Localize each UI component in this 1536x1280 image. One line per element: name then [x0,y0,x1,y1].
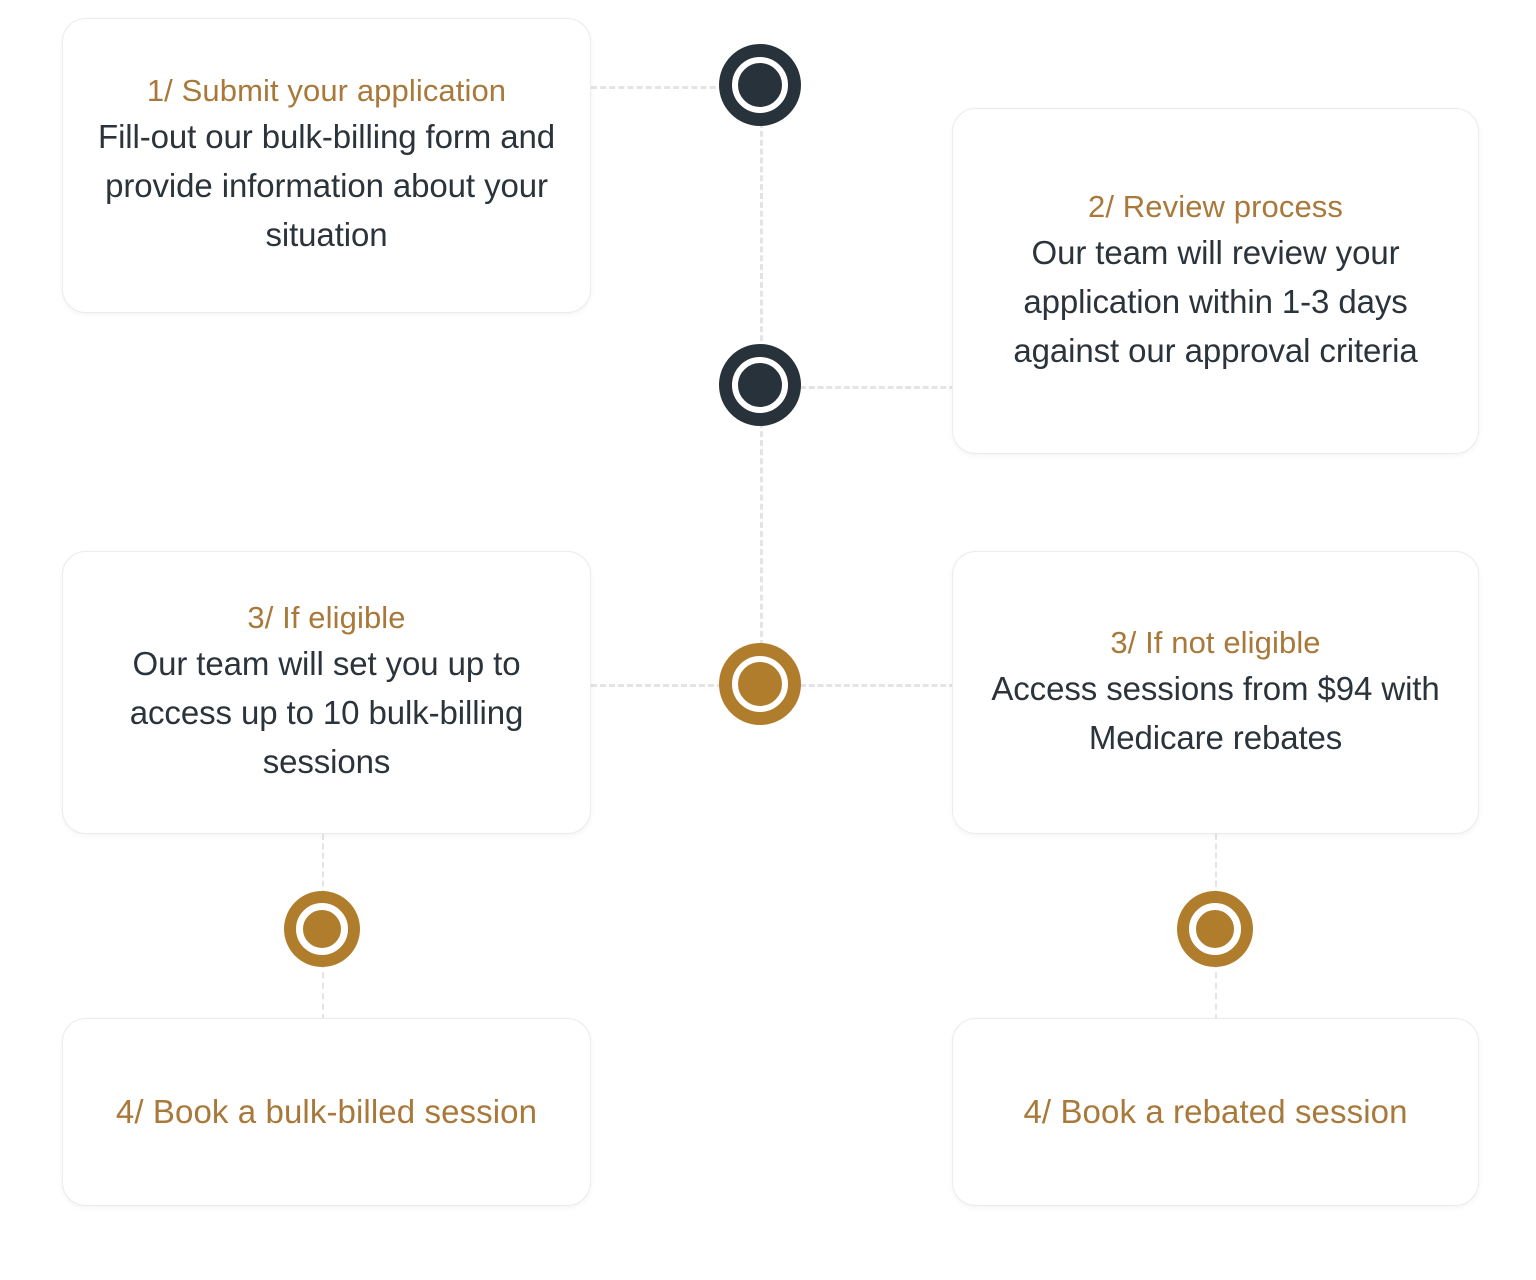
step-1-node-icon [719,44,801,126]
connector-node4a-to-card4-bulk-billed [322,962,324,1020]
step-card-body: Access sessions from $94 with Medicare r… [991,669,1440,756]
connector-node4b-to-card4-rebated [1215,962,1217,1020]
step-card-if-not-eligible[interactable]: 3/ If not eligible Access sessions from … [952,551,1479,834]
step-card-if-eligible[interactable]: 3/ If eligible Our team will set you up … [62,551,591,834]
step-card-body: Our team will review your application wi… [1013,233,1418,369]
step-card-title: 3/ If eligible [247,600,406,636]
step-4-not-eligible-node-icon [1177,891,1253,967]
step-card-title: 2/ Review process [1088,188,1343,224]
step-3-node-icon [719,643,801,725]
connector-node2-to-node3 [760,422,763,646]
connector-node1-to-node2 [760,122,763,350]
step-card-title: 4/ Book a bulk-billed session [115,1092,538,1130]
step-card-submit-application[interactable]: 1/ Submit your application Fill-out our … [62,18,591,313]
connector-card3-eligible-to-node4a [322,834,324,896]
connector-card1-to-node1 [591,86,743,89]
step-card-body: Our team will set you up to access up to… [129,645,524,781]
step-4-eligible-node-icon [284,891,360,967]
connector-card3-eligible-to-node3 [591,684,723,687]
connector-card3-not-eligible-to-node4b [1215,834,1217,896]
step-card-title: 3/ If not eligible [1110,624,1321,660]
step-card-review-process[interactable]: 2/ Review process Our team will review y… [952,108,1479,454]
step-card-book-rebated-session[interactable]: 4/ Book a rebated session [952,1018,1479,1206]
step-card-book-bulk-billed-session[interactable]: 4/ Book a bulk-billed session [62,1018,591,1206]
step-2-node-icon [719,344,801,426]
connector-node2-to-card2 [800,386,955,389]
step-card-title: 4/ Book a rebated session [1023,1092,1408,1130]
step-card-body: Fill-out our bulk-billing form and provi… [98,118,555,254]
step-card-title: 1/ Submit your application [146,73,507,109]
connector-node3-to-card3-not-eligible [800,684,955,687]
